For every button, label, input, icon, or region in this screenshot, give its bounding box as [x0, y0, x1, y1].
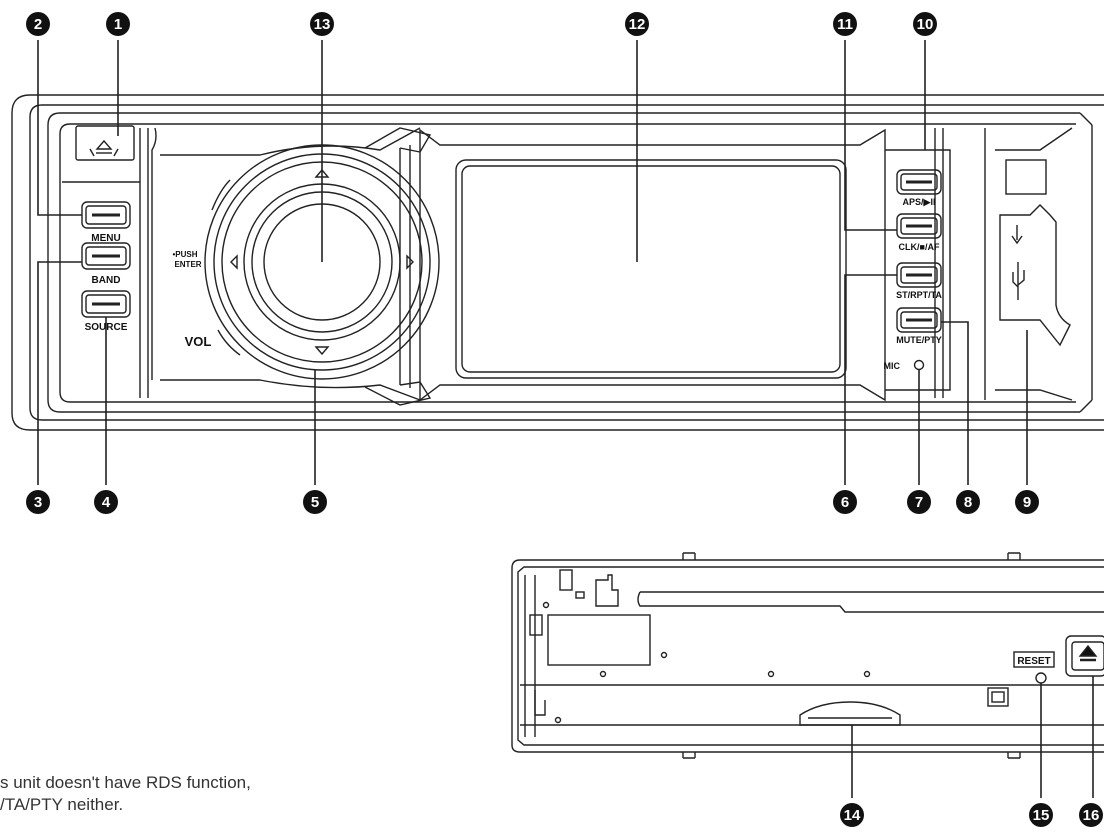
footnote: s unit doesn't have RDS function, /TA/PT…	[0, 772, 251, 816]
band-label: BAND	[92, 275, 121, 286]
menu-button[interactable]	[81, 201, 131, 229]
svg-text:12: 12	[629, 16, 646, 33]
callout-7: 7	[907, 490, 931, 514]
callouts: 1 2 13 12 11 10 3 4 5 6 7 8 9 14 15 16	[26, 12, 1103, 827]
mic-label: MIC	[884, 361, 901, 371]
callout-14: 14	[840, 803, 864, 827]
down-arrow-icon	[1011, 225, 1023, 245]
callout-11: 11	[833, 12, 857, 36]
callout-6: 6	[833, 490, 857, 514]
reset-label: RESET	[1017, 656, 1050, 667]
display-screen	[419, 128, 886, 402]
source-button[interactable]	[81, 290, 131, 318]
callout-16: 16	[1079, 803, 1103, 827]
callout-15: 15	[1029, 803, 1053, 827]
eject-icon	[95, 139, 113, 150]
callout-5: 5	[303, 490, 327, 514]
callout-2: 2	[26, 12, 50, 36]
aps-button[interactable]	[896, 169, 942, 195]
release-latch[interactable]	[799, 701, 901, 726]
svg-text:14: 14	[844, 807, 861, 824]
eject-button[interactable]	[75, 125, 135, 161]
callout-3: 3	[26, 490, 50, 514]
svg-text:10: 10	[917, 16, 934, 33]
callout-13: 13	[310, 12, 334, 36]
back-panel	[511, 552, 1104, 759]
reset-label-box	[1013, 651, 1055, 668]
menu-label: MENU	[91, 233, 120, 244]
footnote-line-2: /TA/PTY neither.	[0, 795, 124, 814]
svg-text:16: 16	[1083, 807, 1100, 824]
svg-text:9: 9	[1023, 494, 1031, 511]
callout-12: 12	[625, 12, 649, 36]
vol-label: VOL	[185, 334, 212, 349]
callout-9: 9	[1015, 490, 1039, 514]
svg-text:3: 3	[34, 494, 42, 511]
push-label: •PUSH	[172, 250, 197, 259]
usb-icon	[1012, 262, 1025, 300]
triangle-left-icon	[230, 254, 238, 270]
mic-hole	[913, 359, 925, 371]
reset-hole[interactable]	[1035, 672, 1047, 684]
panel-labels: MENU BAND SOURCE •PUSH ENTER VOL APS/▶II…	[85, 197, 1051, 667]
eject-icon	[1078, 644, 1098, 657]
enter-label: ENTER	[174, 260, 201, 269]
svg-text:8: 8	[964, 494, 972, 511]
triangle-right-icon	[406, 254, 414, 270]
callout-1: 1	[106, 12, 130, 36]
front-panel	[11, 94, 1104, 431]
mute-button[interactable]	[896, 307, 942, 333]
mute-label: MUTE/PTY	[896, 335, 942, 345]
band-button[interactable]	[81, 242, 131, 270]
leader-lines	[37, 40, 1094, 798]
clk-label: CLK/■/AF	[899, 242, 940, 252]
usb-port-cover[interactable]	[984, 127, 1073, 401]
eject-button-back[interactable]	[1065, 635, 1104, 677]
svg-text:7: 7	[915, 494, 923, 511]
svg-text:13: 13	[314, 16, 331, 33]
triangle-down-icon	[314, 346, 330, 356]
svg-text:2: 2	[34, 16, 42, 33]
st-label: ST/RPT/TA	[896, 290, 942, 300]
aps-label: APS/▶II	[903, 197, 936, 207]
clk-button[interactable]	[896, 213, 942, 239]
svg-text:6: 6	[841, 494, 849, 511]
svg-text:5: 5	[311, 494, 319, 511]
callout-4: 4	[94, 490, 118, 514]
source-label: SOURCE	[85, 322, 128, 333]
svg-text:15: 15	[1033, 807, 1050, 824]
svg-text:4: 4	[102, 494, 111, 511]
svg-text:11: 11	[837, 16, 853, 33]
footnote-line-1: s unit doesn't have RDS function,	[0, 773, 251, 792]
svg-text:1: 1	[114, 16, 122, 33]
callout-8: 8	[956, 490, 980, 514]
callout-10: 10	[913, 12, 937, 36]
